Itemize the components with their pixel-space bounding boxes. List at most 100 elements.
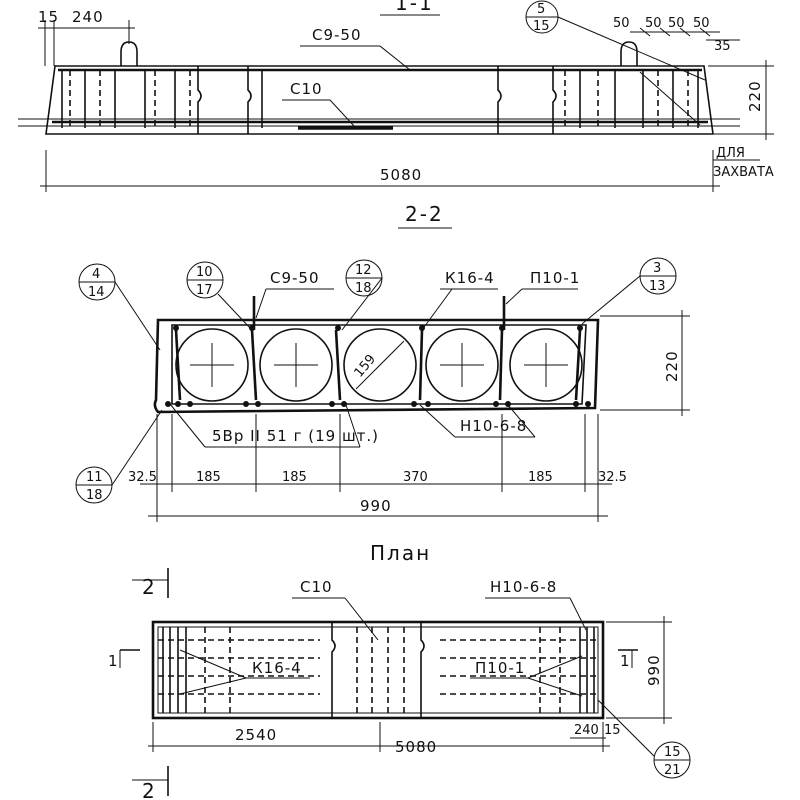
leader-line — [569, 597, 587, 631]
svg-text:21: 21 — [664, 763, 681, 778]
dim-32-5-right: 32.5 — [598, 470, 627, 485]
ribs — [174, 329, 582, 401]
dim-32-5-left: 32.5 — [128, 470, 157, 485]
leader-line — [179, 649, 247, 679]
strand-note: 5Вр II 51 г (19 шт.) — [212, 427, 379, 445]
svg-text:4: 4 — [92, 267, 100, 282]
void-hole — [175, 328, 249, 402]
plan-dim-2540: 2540 — [235, 726, 277, 744]
section-1-1-title: 1-1 — [395, 0, 434, 15]
leader-line — [527, 655, 583, 679]
cut-1-label-right: 1 — [620, 652, 631, 670]
plan-view: План 2 2 1 1 — [108, 541, 691, 800]
plan-mesh-c10-label: С10 — [300, 578, 333, 596]
svg-text:3: 3 — [653, 261, 661, 276]
leader-line — [379, 45, 411, 71]
dim-height-220-2: 220 — [663, 350, 681, 382]
dim-50-3: 50 — [668, 16, 685, 31]
dim-240: 240 — [72, 8, 104, 26]
leader-line — [345, 404, 361, 448]
void-holes — [175, 328, 583, 402]
cut-2-label-bottom: 2 — [142, 779, 157, 800]
leader-line — [421, 288, 453, 331]
dim-185-2: 185 — [282, 470, 307, 485]
callout-5-15: 5 15 — [525, 0, 706, 81]
dim-15: 15 — [38, 8, 59, 26]
plan-mesh-c10 — [356, 627, 405, 713]
dim-185-3: 185 — [528, 470, 553, 485]
mesh-c9-50-label-2: С9-50 — [270, 269, 320, 287]
leader-line — [505, 288, 523, 305]
slab-elevation-outline — [45, 65, 714, 135]
dim-50-1: 50 — [613, 16, 630, 31]
mesh-c10-label: С10 — [290, 80, 323, 98]
cut-1-label-left: 1 — [108, 652, 119, 670]
plan-left-frames — [158, 627, 320, 713]
break-line-right — [552, 66, 557, 134]
dim-width-990: 990 — [360, 497, 392, 515]
slab-plan-inner — [157, 626, 599, 714]
section-1-1: 1-1 15 240 — [18, 0, 774, 192]
mesh-h10-6-8-label: Н10-6-8 — [460, 417, 527, 435]
svg-text:14: 14 — [88, 285, 105, 300]
leader-line — [527, 677, 583, 697]
callout-3-13: 3 13 — [581, 257, 677, 325]
lifting-loop-right — [620, 41, 638, 66]
callout-4-14: 4 14 — [78, 263, 161, 351]
section-2-2: 2-2 159 — [75, 202, 690, 522]
leader-line — [419, 404, 456, 438]
break-line-mid-left — [247, 66, 252, 134]
void-hole — [343, 328, 417, 402]
svg-text:18: 18 — [86, 488, 103, 503]
cut-2-label-top: 2 — [142, 575, 157, 599]
rebar-dots — [165, 325, 591, 407]
frame-k16-4-label: К16-4 — [445, 269, 495, 287]
void-hole — [509, 328, 583, 402]
plan-frame-k16-4-label: К16-4 — [252, 659, 302, 677]
left-end-frames — [61, 70, 191, 128]
dim-ticks — [639, 27, 711, 37]
dim-35: 35 — [714, 39, 731, 54]
callout-10-17: 10 17 — [186, 261, 251, 329]
void-hole — [425, 328, 499, 402]
note-line-2: ЗАХВАТА — [713, 165, 774, 180]
plan-bar-p10-1-label: П10-1 — [475, 659, 525, 677]
dim-370: 370 — [403, 470, 428, 485]
svg-text:15: 15 — [533, 19, 550, 34]
void-hole — [259, 328, 333, 402]
right-end-frames — [564, 70, 699, 128]
svg-text:18: 18 — [355, 281, 372, 296]
svg-text:17: 17 — [196, 283, 213, 298]
plan-right-frames — [440, 627, 596, 713]
break-line — [420, 622, 425, 718]
leader-line — [329, 99, 356, 128]
plan-title: План — [370, 541, 431, 565]
section-2-2-title: 2-2 — [405, 202, 444, 226]
leader-line — [179, 677, 247, 695]
svg-text:10: 10 — [196, 265, 213, 280]
dim-50-2: 50 — [645, 16, 662, 31]
break-line-left — [197, 66, 202, 134]
leader-line — [344, 597, 379, 641]
svg-text:5: 5 — [537, 2, 545, 17]
slab-plan-outline — [151, 620, 605, 720]
svg-text:12: 12 — [355, 263, 372, 278]
callout-15-21: 15 21 — [597, 699, 691, 779]
callout-11-18: 11 18 — [75, 409, 163, 504]
plan-dim-5080: 5080 — [395, 738, 437, 756]
break-line — [331, 622, 336, 718]
note-line-1: ДЛЯ — [716, 146, 745, 161]
svg-text:15: 15 — [664, 745, 681, 760]
leader-line — [169, 403, 206, 448]
dim-ext-lines — [156, 414, 599, 522]
hole-diameter-159: 159 — [352, 352, 379, 381]
plan-dim-990: 990 — [645, 654, 663, 686]
plan-dim-240: 240 — [574, 723, 599, 738]
dim-height-220: 220 — [746, 80, 764, 112]
mesh-c9-50-label: С9-50 — [312, 26, 362, 44]
diagonal-bar — [639, 71, 701, 126]
plan-dim-15: 15 — [604, 723, 621, 738]
dim-length-5080: 5080 — [380, 166, 422, 184]
lifting-loop-left — [120, 41, 138, 66]
